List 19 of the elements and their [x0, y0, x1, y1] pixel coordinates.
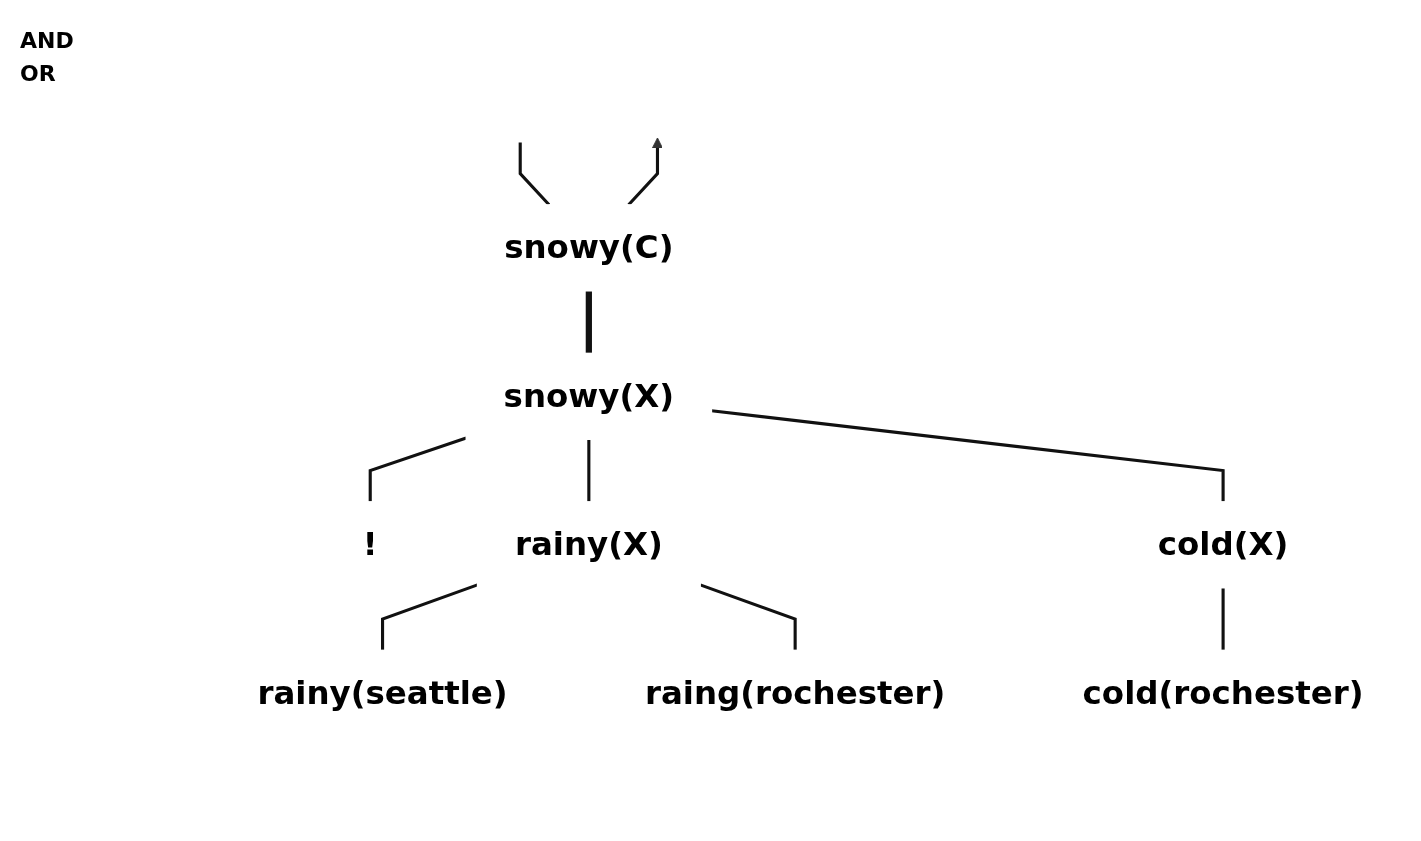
- connector: [381, 583, 478, 651]
- operator-label: OR: [20, 61, 57, 86]
- node-text: !: [362, 525, 378, 563]
- connector: [711, 408, 1225, 502]
- node-text: cold(X): [1157, 525, 1289, 563]
- node-text: cold(rochester): [1082, 673, 1364, 712]
- operator-label: AND: [20, 28, 75, 53]
- arrow: [627, 137, 663, 206]
- connector: [699, 583, 797, 651]
- connector: [518, 142, 551, 206]
- connector: [585, 290, 592, 354]
- node-text: rainy(seattle): [257, 673, 508, 712]
- node-text: snowy(C): [504, 228, 674, 266]
- connector: [587, 439, 591, 502]
- connector: [1221, 587, 1225, 651]
- connector: [368, 436, 467, 502]
- node-text: rainy(X): [514, 525, 663, 563]
- node-text: snowy(X): [503, 376, 675, 415]
- node-text: raing(rochester): [644, 673, 946, 712]
